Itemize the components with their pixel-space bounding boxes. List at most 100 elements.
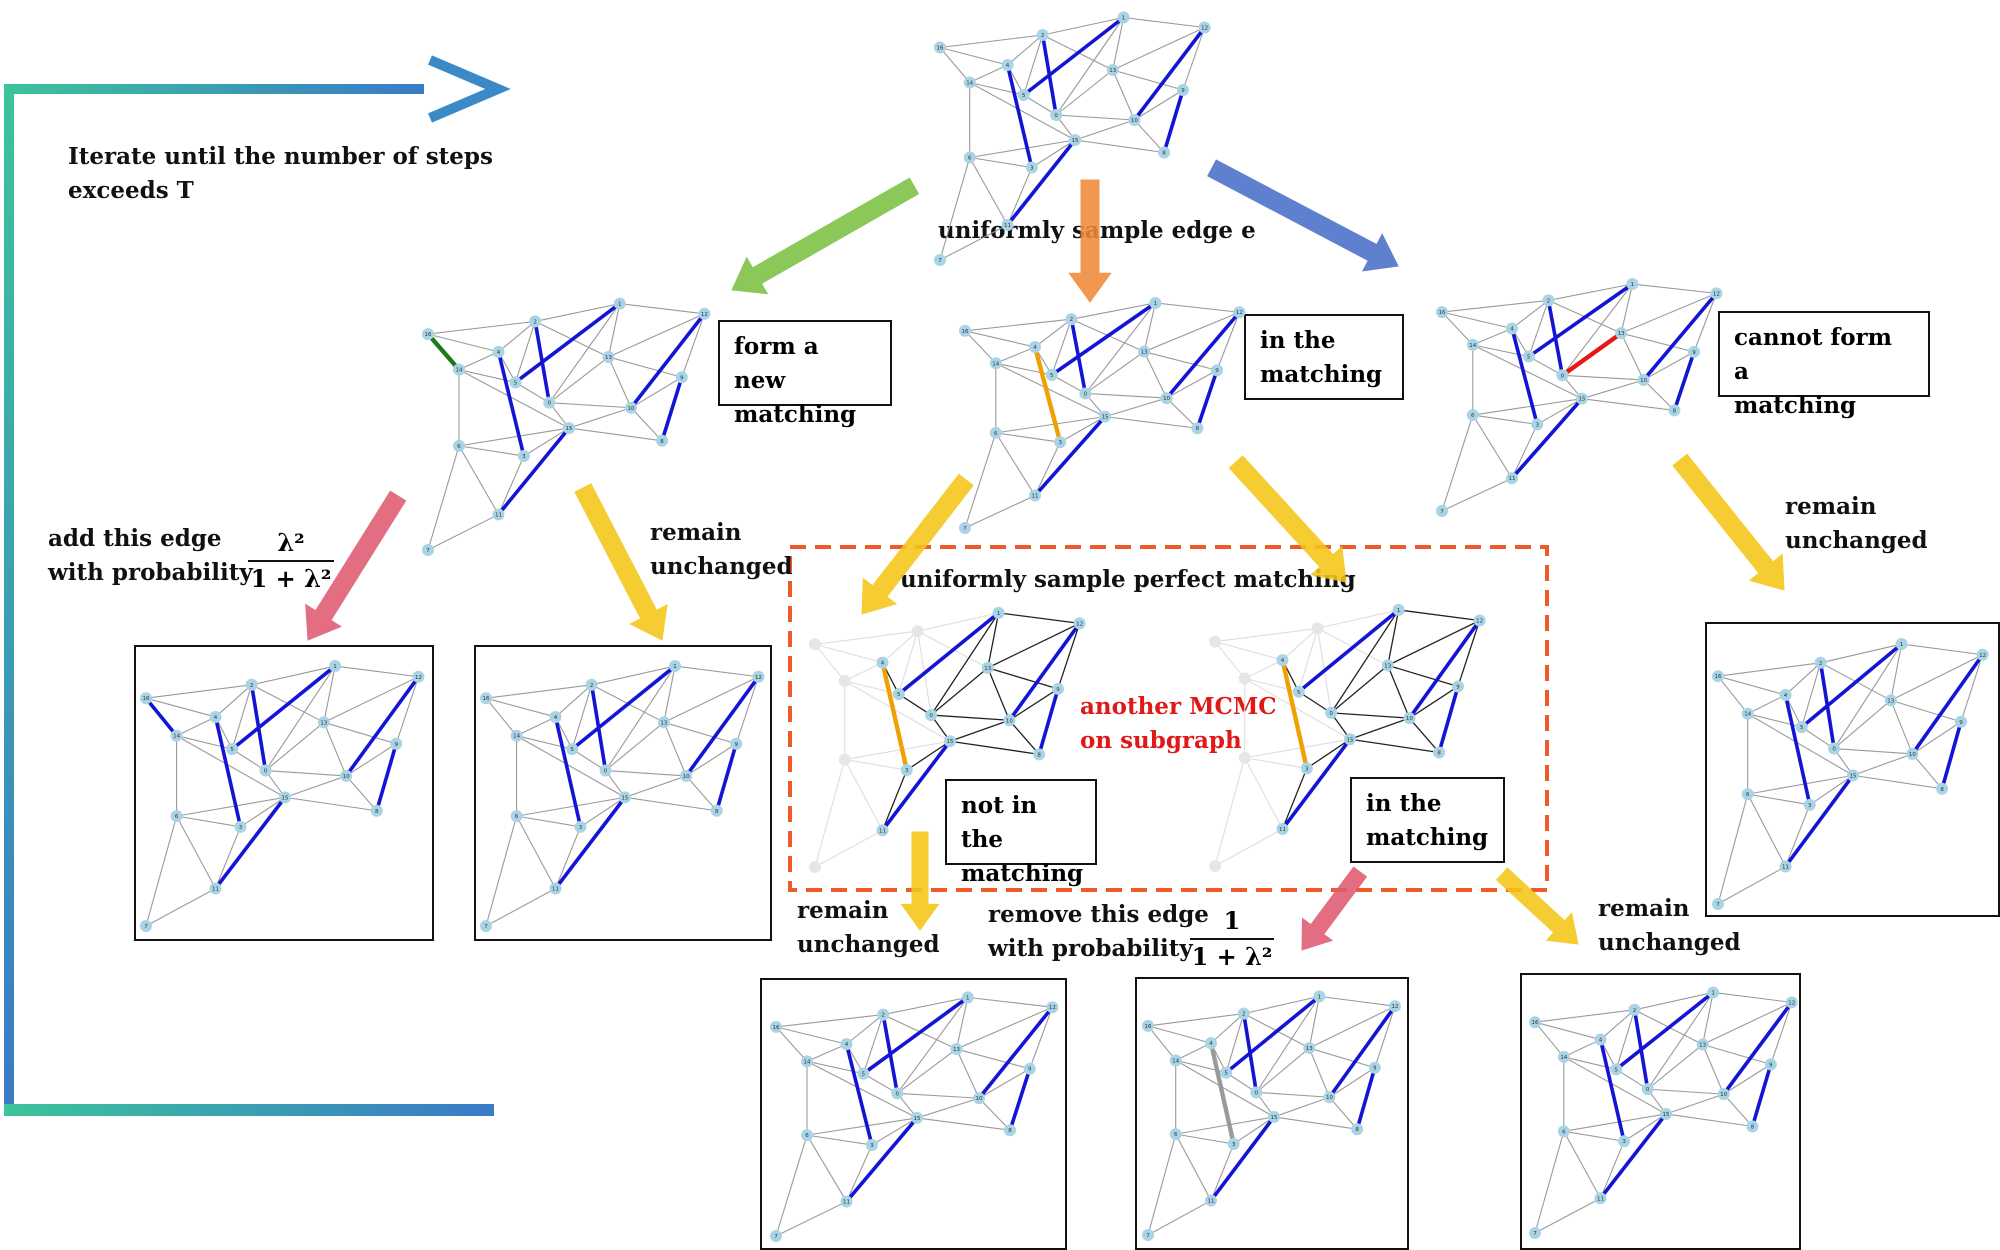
graph-edge [1561, 374, 1645, 381]
node-label: 16 [1715, 674, 1722, 680]
graph-edge [1747, 793, 1811, 806]
graph-node [1522, 350, 1535, 363]
node-label: 13 [320, 720, 327, 726]
matching-edge [1750, 1062, 1773, 1129]
graph-edge [176, 815, 217, 890]
graph-edge [485, 887, 557, 927]
matching-edge [1296, 608, 1401, 694]
graph-edge [554, 826, 582, 890]
graph-node [1033, 748, 1046, 761]
add-prob-denominator: 1 + λ² [250, 564, 332, 593]
graph-node [170, 810, 183, 823]
node-label: 11 [879, 828, 886, 834]
graph-node [1955, 715, 1967, 728]
graph-edge [1051, 374, 1086, 394]
graph-edge [604, 770, 687, 777]
graph-edge [1702, 1001, 1793, 1046]
arrow-to-add-result [305, 490, 407, 641]
matching-edge [1327, 1004, 1397, 1100]
graph-edge [663, 665, 676, 723]
node-label: 6 [805, 1133, 809, 1139]
graph-node [838, 674, 851, 687]
graph-node [1191, 422, 1204, 435]
graph-edge [955, 1048, 980, 1099]
arrow-to-remain-1 [574, 483, 668, 641]
node-label: 15 [622, 795, 629, 801]
graph-node [1542, 294, 1555, 307]
node-label: 4 [1599, 1038, 1603, 1044]
matching-edge [1783, 773, 1855, 869]
node-label: 3 [1305, 766, 1309, 772]
node-label: 14 [456, 368, 463, 374]
graph-edge [485, 697, 557, 718]
node-label: 9 [1028, 1067, 1032, 1073]
new-edge [425, 331, 462, 372]
remain-label-2: remain unchanged [797, 894, 940, 962]
graph-node [1069, 134, 1081, 146]
graph-edge [1006, 34, 1044, 66]
node-label: 2 [1547, 298, 1551, 304]
node-label: 0 [1561, 373, 1565, 379]
matching-edge [1280, 737, 1352, 831]
graph-edge [604, 665, 676, 772]
graph-node [1828, 742, 1841, 755]
matching-edge [714, 741, 739, 813]
node-label: 7 [1146, 1233, 1150, 1239]
graph-edge [1308, 1047, 1330, 1098]
matching-edge [570, 664, 677, 751]
graph-edge [987, 667, 1011, 721]
graph-node [1466, 338, 1479, 351]
graph-edge [630, 407, 663, 442]
node-label: 13 [984, 666, 991, 672]
remain2-line-1: remain [797, 897, 889, 924]
node-label: 12 [1788, 1000, 1795, 1006]
graph-node [1741, 707, 1754, 720]
graph-edge [1599, 1009, 1636, 1041]
graph-node [1311, 622, 1324, 635]
graph-edge [939, 46, 1009, 66]
graph-edge [844, 759, 908, 771]
node-label: 4 [1006, 63, 1010, 69]
node-label: 14 [1469, 343, 1476, 349]
iterate-line-2: exceeds T [68, 177, 194, 204]
graph-edge [323, 721, 347, 777]
graph-node [1045, 368, 1058, 381]
graph-node [529, 315, 542, 328]
graph-edge [916, 1117, 1011, 1131]
node-label: 8 [1437, 750, 1441, 756]
graph-edge [1112, 69, 1135, 121]
graph-edge [1717, 865, 1787, 905]
node-label: 5 [1297, 690, 1301, 696]
graph-edge [663, 721, 737, 745]
graph-edge [1104, 397, 1168, 418]
node-label: 5 [570, 747, 574, 753]
graph-edge [1623, 1113, 1667, 1142]
node-label: 1 [1318, 994, 1322, 1000]
graph-edge [1328, 1067, 1376, 1098]
graph-edge [969, 139, 1076, 159]
node-label: 1 [1154, 301, 1158, 307]
graph-edge [604, 721, 665, 772]
graph-edge [1298, 691, 1332, 714]
node-label: 0 [604, 769, 608, 775]
node-label: 3 [870, 1143, 874, 1149]
graph-node [1198, 21, 1211, 34]
graph-node [1052, 682, 1064, 695]
node-label: 5 [1527, 355, 1531, 361]
node-label: 12 [1201, 26, 1208, 32]
node-label: 11 [212, 886, 219, 892]
graph-edge [1890, 643, 1903, 701]
node-label: 0 [264, 769, 268, 775]
matching-edge [1614, 990, 1715, 1072]
node-label: 0 [1255, 1090, 1259, 1096]
node-label: 6 [994, 431, 998, 437]
node-label: 8 [1037, 752, 1041, 758]
graph-edge [1133, 89, 1184, 121]
graph-edge [1833, 699, 1892, 750]
graph-edge [1074, 139, 1165, 154]
node-label: 3 [1232, 1142, 1236, 1148]
node-label: 10 [683, 774, 690, 780]
graph-edge [1581, 379, 1645, 400]
graph-edge [898, 630, 919, 695]
node-label: 6 [175, 814, 179, 820]
